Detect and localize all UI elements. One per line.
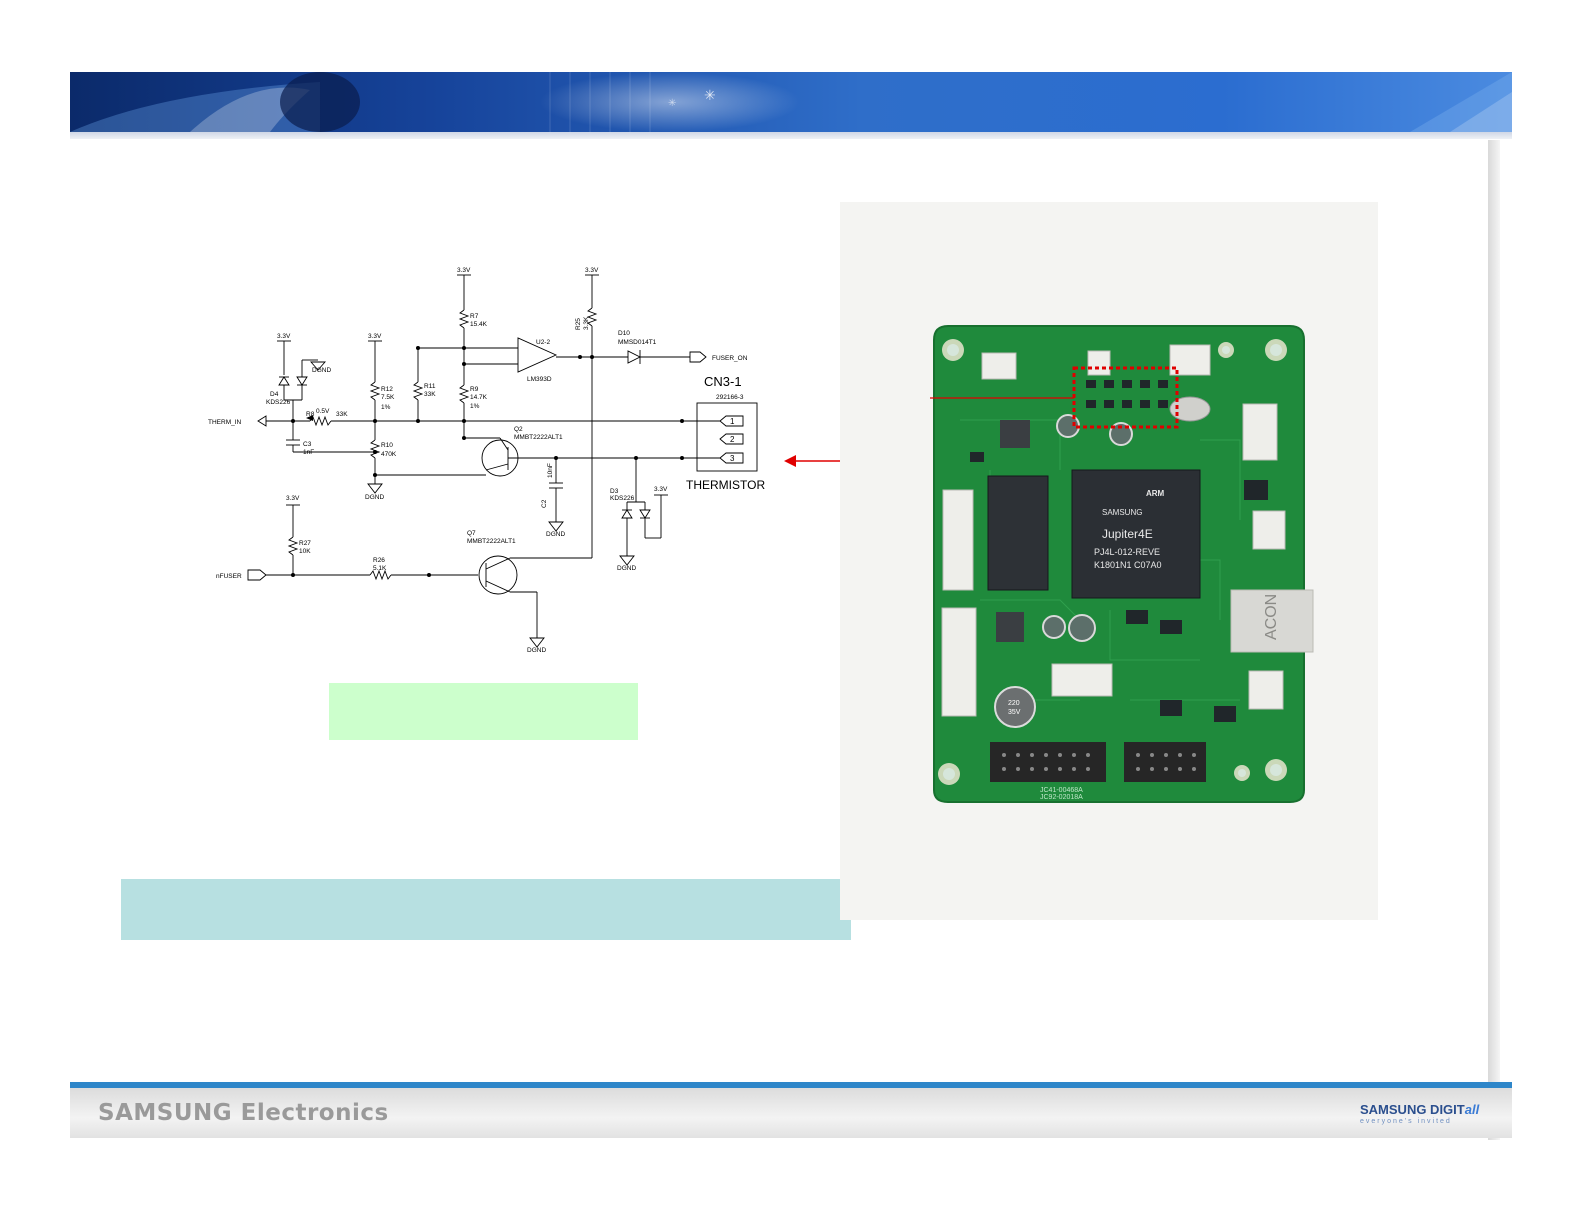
cpu-brand-label: SAMSUNG [1102,508,1142,517]
q7-ref: Q7 [467,530,476,537]
supply-label-r27: 3.3V [286,495,300,502]
d4-value: KDS226 [266,399,291,406]
d10-value: MMSD014T1 [618,339,657,346]
capacitor-voltage-label: 35V [1008,709,1021,716]
pcb-code-1: JC41-00468A [1040,787,1083,794]
svg-text:✳: ✳ [704,88,716,104]
r27-value: 10K [299,548,311,555]
r7-value: 15.4K [470,321,488,328]
pcb-illustration: ARM SAMSUNG Jupiter4E PJ4L-012-REVE K180… [930,325,1314,803]
vref-label: 0.5V [316,408,330,415]
d4-ref: D4 [270,391,279,398]
r9-ref: R9 [470,386,479,393]
ground-label-d3: DGND [617,565,636,572]
capacitor-label: 220 [1008,700,1020,707]
r27-ref: R27 [299,540,311,547]
connector-function-label: THERMISTOR [686,478,765,492]
fuser-thermistor-schematic: 3.3V 3.3V 3.3V 3.3V 3.3V 3.3V R7 15.4K R… [208,267,765,654]
cpu-code-line-1: PJ4L-012-REVE [1094,547,1160,557]
logo-main-text: SAMSUNG DIGIT [1360,1102,1465,1117]
ground-label-q7: DGND [527,647,546,654]
blue-caption-box [121,879,851,940]
q2-value: MMBT2222ALT1 [514,434,563,441]
supply-label-d4: 3.3V [277,333,291,340]
r10-ref: R10 [381,442,393,449]
cpu-code-line-2: K1801N1 C07A0 [1094,560,1162,570]
logo-tagline: everyone's invited [1360,1118,1452,1125]
connector-pin-3: 3 [730,454,735,463]
net-fuser-on: FUSER_ON [712,355,748,362]
q2-ref: Q2 [514,426,523,433]
r12-value: 7.5K [381,394,395,401]
ground-label-c2: DGND [546,531,565,538]
connector-part-number: 292166-3 [716,394,744,401]
r9-value: 14.7K [470,394,488,401]
r26-ref: R26 [373,557,385,564]
controller-board-photo: ARM SAMSUNG Jupiter4E PJ4L-012-REVE K180… [840,202,1378,920]
r8-ref: R8 [306,411,315,418]
q7-value: MMBT2222ALT1 [467,538,516,545]
r12-tolerance: 1% [381,404,391,411]
connector-name: CN3-1 [704,374,742,389]
d10-ref: D10 [618,330,630,337]
connector-pin-2: 2 [730,435,735,444]
footer: SAMSUNG Electronics SAMSUNG DIGITall eve… [70,1088,1512,1138]
footer-accent-bar [70,1082,1512,1088]
supply-label-r25: 3.3V [585,267,599,274]
header-banner: ✳ ✳ [70,72,1512,132]
r25-value: 3.3K [583,316,590,330]
svg-text:✳: ✳ [668,98,676,109]
ground-label-r10: DGND [365,494,384,501]
r11-value: 33K [424,391,436,398]
d3-value: KDS226 [610,495,635,502]
r10-value: 470K [381,451,397,458]
net-nfuser: nFUSER [216,573,242,580]
banner-artwork: ✳ ✳ [70,72,1512,132]
ground-label-d4: DGND [312,367,331,374]
slide-edge-shadow [1488,140,1500,1140]
r11-ref: R11 [424,383,436,390]
u2-ref: U2-2 [536,339,550,346]
footer-brand-text: SAMSUNG Electronics [98,1100,389,1126]
c3-ref: C3 [303,441,312,448]
cpu-name-label: Jupiter4E [1102,527,1153,541]
r25-ref: R25 [575,318,582,330]
r8-value: 33K [336,411,348,418]
pcb-code-2: JC92-02018A [1040,794,1083,801]
r7-ref: R7 [470,313,479,320]
d3-ref: D3 [610,488,619,495]
samsung-digitall-logo: SAMSUNG DIGITall everyone's invited [1360,1102,1490,1132]
green-caption-box [329,683,638,740]
supply-label-d3: 3.3V [654,486,668,493]
net-therm-in: THERM_IN [208,419,242,426]
c2-ref: C2 [541,499,548,508]
r9-tolerance: 1% [470,403,480,410]
connector-pin-1: 1 [730,417,735,426]
r26-value: 5.1K [373,565,387,572]
supply-label-r7: 3.3V [457,267,471,274]
r12-ref: R12 [381,386,393,393]
c3-value: 1nF [303,449,314,456]
supply-label-r12: 3.3V [368,333,382,340]
u2-value: LM393D [527,376,552,383]
c2-value: 10nF [547,463,554,478]
logo-accent-text: all [1464,1102,1480,1117]
header-underline [70,132,1512,139]
cpu-arch-label: ARM [1146,489,1165,498]
module-label: ACON [1263,594,1280,640]
